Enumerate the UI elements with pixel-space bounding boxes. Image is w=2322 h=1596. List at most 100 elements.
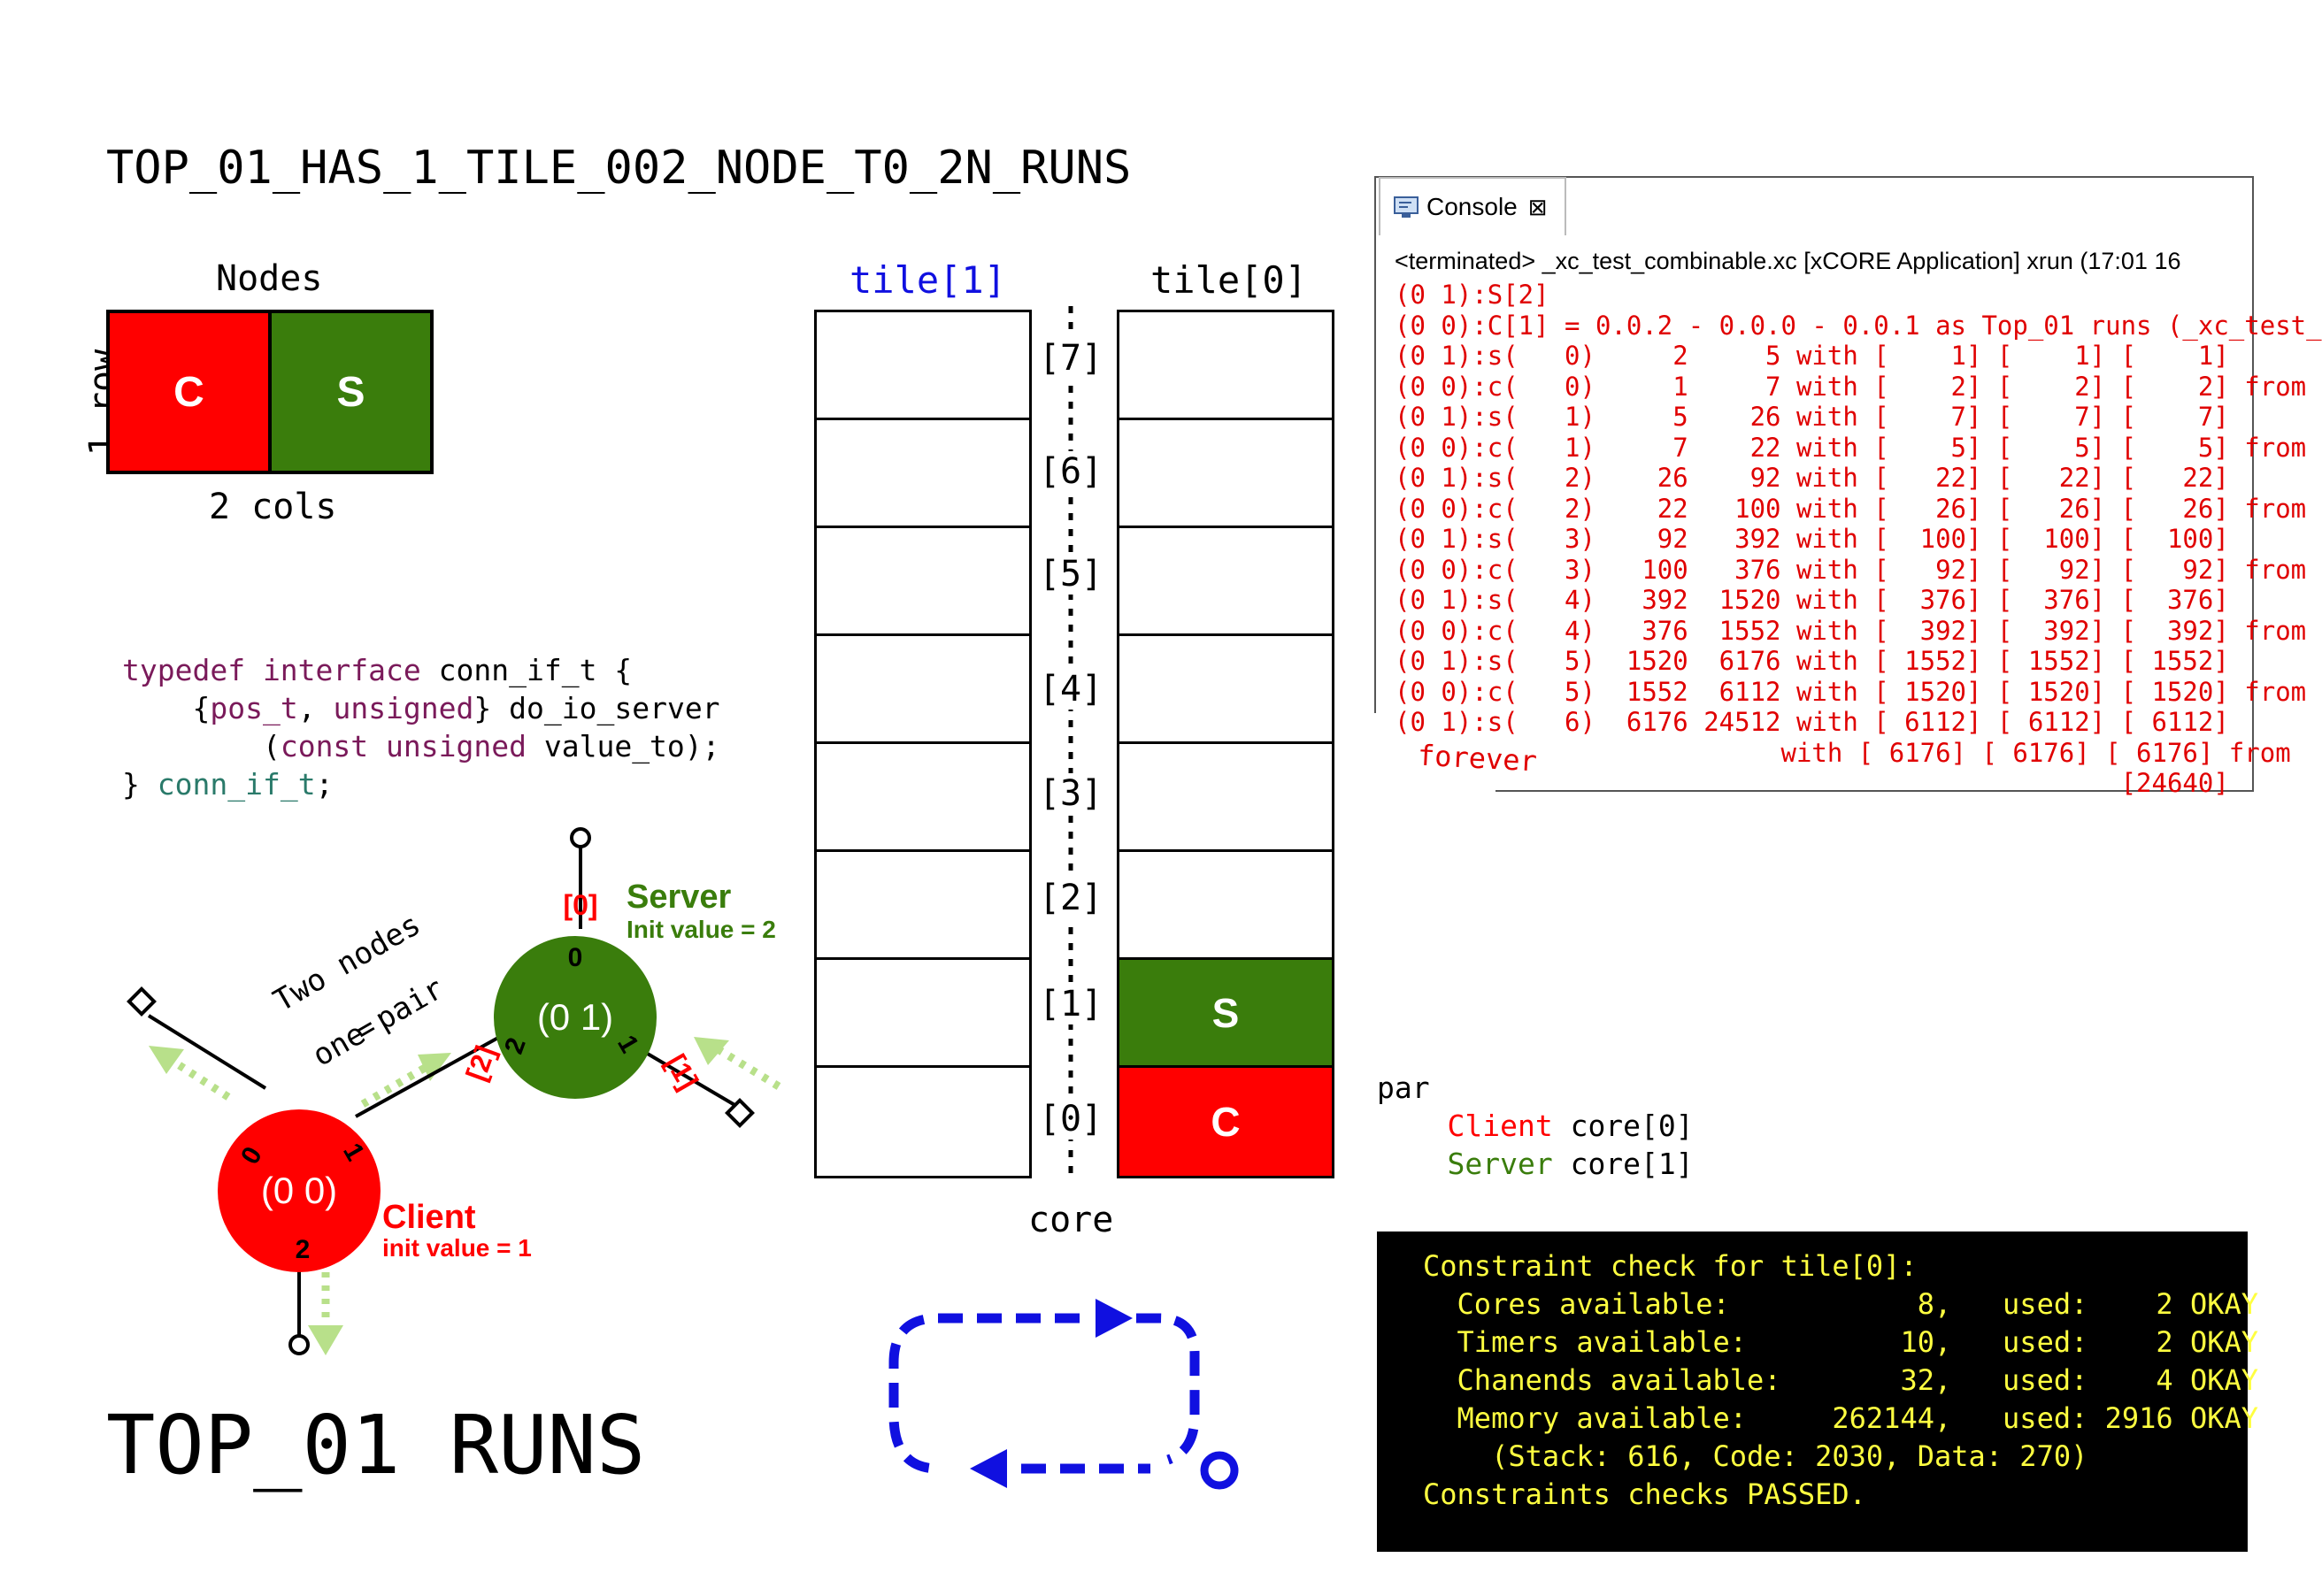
tile1-core-slot: [817, 852, 1029, 960]
core-index: [1]: [1037, 984, 1104, 1024]
nodes-grid-title: Nodes: [216, 258, 323, 299]
console-line: (0 0):c( 0) 1 7 with [ 2] [ 2] [ 2] from: [1395, 371, 2307, 402]
console-output: (0 1):S[2](0 0):C[1] = 0.0.2 - 0.0.0 - 0…: [1395, 280, 2322, 798]
port-end-square: [725, 1098, 755, 1128]
console-line: (0 1):s( 6) 6176 24512 with [ 6112] [ 61…: [1395, 707, 2229, 737]
core-index: [4]: [1037, 669, 1104, 710]
console-line: (0 0):c( 2) 22 100 with [ 26] [ 26] [ 26…: [1395, 493, 2307, 524]
par-server-core: core[1]: [1552, 1147, 1694, 1181]
server-name: Server: [627, 879, 732, 916]
loop-arrow-path: [1097, 1313, 1200, 1465]
code-type: pos_t: [210, 691, 298, 725]
constraint-line: Chanends available: 32, used: 4 OKAY: [1423, 1363, 2259, 1397]
loop-arrowhead-left: [970, 1449, 1007, 1488]
par-client-core: core[0]: [1552, 1109, 1694, 1143]
code-text: conn_if_t {: [420, 653, 633, 687]
tile1-cores: [814, 310, 1032, 1178]
tile0-label: tile[0]: [1150, 258, 1308, 302]
link-line: [147, 1014, 267, 1090]
constraint-line: Memory available: 262144, used: 2916 OKA…: [1423, 1401, 2259, 1435]
light-arrow-line: [712, 1044, 781, 1090]
link-label-2: [2]: [459, 1041, 501, 1085]
light-arrowhead: [694, 1037, 729, 1065]
tile1-label: tile[1]: [850, 258, 1007, 302]
console-line: (0 1):s( 4) 392 1520 with [ 376] [ 376] …: [1395, 585, 2229, 615]
constraint-line: Cores available: 8, used: 2 OKAY: [1423, 1287, 2259, 1321]
core-index: [7]: [1037, 338, 1104, 379]
tile1-core-slot: [817, 420, 1029, 528]
tile0-core-server: S: [1119, 960, 1332, 1068]
port-end-square: [127, 986, 157, 1017]
tile1-core-slot: [817, 528, 1029, 636]
core-divider: [1068, 306, 1073, 1182]
par-code: par Client core[0] Server core[1]: [1377, 1069, 1694, 1183]
console-line: (0 0):C[1] = 0.0.2 - 0.0.0 - 0.0.1 as To…: [1395, 310, 2322, 341]
interface-code: typedef interface conn_if_t { {pos_t, un…: [122, 651, 720, 803]
code-text: {: [192, 691, 211, 725]
client-port-2: 2: [296, 1235, 311, 1264]
tile0-core-slot: [1119, 636, 1332, 744]
code-type: conn_if_t: [157, 767, 316, 802]
par-server: Server: [1447, 1147, 1553, 1181]
tile1-core-slot: [817, 960, 1029, 1068]
light-arrow-line: [360, 1058, 438, 1108]
light-arrow-line: [165, 1055, 231, 1101]
console-line: with [ 6176] [ 6176] [ 6176] from: [1395, 737, 2291, 768]
tile0-core-slot: [1119, 852, 1332, 960]
nodes-grid-col-label: 2 cols: [209, 487, 337, 527]
console-line: [24640]: [1395, 768, 2229, 798]
console-line: (0 1):s( 5) 1520 6176 with [ 1552] [ 155…: [1395, 646, 2229, 676]
link-line: [355, 1023, 523, 1118]
core-index: [6]: [1037, 451, 1104, 492]
console-line: (0 1):s( 0) 2 5 with [ 1] [ 1] [ 1]: [1395, 341, 2229, 371]
light-arrowhead: [149, 1046, 184, 1074]
page-title: TOP_01_HAS_1_TILE_002_NODE_T0_2N_RUNS: [106, 142, 1132, 195]
loop-arrow: [888, 1299, 1239, 1490]
core-index-column: [7] [6] [5] [4] [3] [2] [1] [0]: [1037, 306, 1104, 1182]
console-icon: [1394, 196, 1419, 218]
loop-arrow-path: [888, 1313, 1080, 1474]
server-node: [494, 936, 657, 1099]
constraint-line: Timers available: 10, used: 2 OKAY: [1423, 1325, 2259, 1359]
core-index: [0]: [1037, 1099, 1104, 1139]
light-arrowhead: [308, 1325, 343, 1355]
console-line: (0 0):c( 3) 100 376 with [ 92] [ 92] [ 9…: [1395, 554, 2307, 585]
code-text: (: [262, 729, 281, 763]
port-end-circle: [288, 1334, 310, 1355]
loop-start-circle: [1200, 1451, 1239, 1490]
console-line: (0 1):S[2]: [1395, 280, 1549, 310]
par-keyword: par: [1377, 1070, 1430, 1105]
tile1-core-slot: [817, 1068, 1029, 1176]
console-tab[interactable]: Console ⊠: [1379, 177, 1566, 235]
tile1-core-slot: [817, 744, 1029, 852]
tile0-core-slot: [1119, 528, 1332, 636]
link-label-0: [0]: [563, 889, 597, 921]
close-icon[interactable]: ⊠: [1527, 193, 1548, 220]
node-graph: (0 0) (0 1) 0 1 2 0 1 2 [0] [1] [2] Two …: [127, 827, 781, 1355]
code-text: ,: [297, 691, 334, 725]
port-end-circle: [570, 827, 591, 848]
node-cell-server: S: [272, 313, 430, 471]
console-line: (0 1):s( 3) 92 392 with [ 100] [ 100] [ …: [1395, 524, 2229, 554]
code-text: value_to);: [526, 729, 720, 763]
console-line: (0 0):c( 4) 376 1552 with [ 392] [ 392] …: [1395, 615, 2307, 646]
console-line: (0 0):c( 5) 1552 6112 with [ 1520] [ 152…: [1395, 676, 2307, 707]
core-axis-label: core: [1028, 1200, 1114, 1240]
client-init-value: init value = 1: [382, 1234, 532, 1262]
console-line: (0 1):s( 1) 5 26 with [ 7] [ 7] [ 7]: [1395, 402, 2229, 432]
server-init-value: Init value = 2: [627, 916, 776, 943]
console-line: (0 0):c( 1) 7 22 with [ 5] [ 5] [ 5] fro…: [1395, 432, 2307, 463]
node-cell-client: C: [110, 313, 272, 471]
console-header: <terminated> _xc_test_combinable.xc [xCO…: [1395, 248, 2181, 274]
loop-arrowhead-right: [1096, 1299, 1133, 1338]
console-line: (0 1):s( 2) 26 92 with [ 22] [ 22] [ 22]: [1395, 463, 2229, 493]
constraint-check-panel: Constraint check for tile[0]: Cores avai…: [1377, 1232, 2259, 1552]
client-node-id: (0 0): [261, 1170, 337, 1211]
constraint-line: Constraints checks PASSED.: [1423, 1477, 1866, 1511]
constraint-line: Constraint check for tile[0]:: [1423, 1249, 1918, 1283]
core-index: [2]: [1037, 878, 1104, 918]
server-node-id: (0 1): [537, 996, 613, 1038]
tile0-core-slot: [1119, 312, 1332, 420]
client-name: Client: [382, 1199, 476, 1236]
light-arrowhead: [418, 1053, 451, 1081]
